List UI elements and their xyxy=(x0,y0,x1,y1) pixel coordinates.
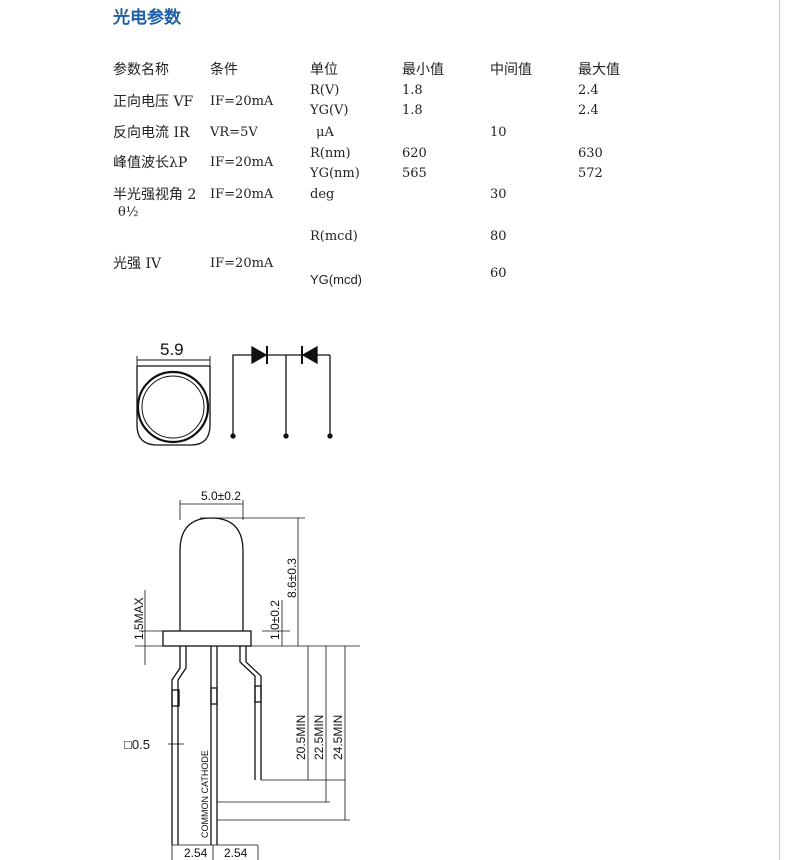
pitch-1-label: 2.54 xyxy=(184,846,208,860)
header-min: 最小值 xyxy=(402,62,444,78)
row-lp-unit-r: R(nm) xyxy=(310,146,351,161)
row-ir-unit: μA xyxy=(316,125,334,140)
row-angle-condition: IF=20mA xyxy=(210,187,274,202)
row-iv-unit-r: R(mcd) xyxy=(310,229,358,244)
header-unit: 单位 xyxy=(310,62,338,78)
page-edge-line xyxy=(779,0,780,860)
section-title: 光电参数 xyxy=(113,8,181,28)
row-ir-condition: VR=5V xyxy=(210,125,258,140)
top-view-outline xyxy=(136,356,211,446)
header-condition: 条件 xyxy=(210,62,238,78)
row-vf-unit-r: R(V) xyxy=(310,83,340,98)
row-lp-condition: IF=20mA xyxy=(210,155,274,170)
lead-b-label: 22.5MIN xyxy=(312,715,326,760)
circuit-symbol xyxy=(230,345,333,439)
row-lp-max-yg: 572 xyxy=(578,166,603,181)
row-iv-param: 光强 IV xyxy=(113,256,162,272)
row-iv-typ-yg: 60 xyxy=(490,266,507,281)
top-diameter-label: 5.9 xyxy=(160,340,184,359)
row-vf-param: 正向电压 VF xyxy=(113,94,194,110)
row-lp-min-yg: 565 xyxy=(402,166,427,181)
header-typ: 中间值 xyxy=(490,62,532,78)
side-view-body xyxy=(135,500,360,665)
side-view-leads xyxy=(168,646,350,860)
row-ir-param: 反向电流 IR xyxy=(113,125,190,141)
row-angle-param-2: θ½ xyxy=(118,205,139,220)
lead-square-label: □0.5 xyxy=(124,737,150,752)
row-vf-max-r: 2.4 xyxy=(578,83,599,98)
row-vf-condition: IF=20mA xyxy=(210,94,274,109)
flange-label: 1.5MAX xyxy=(132,597,146,640)
row-vf-max-yg: 2.4 xyxy=(578,103,599,118)
row-vf-min-r: 1.8 xyxy=(402,83,423,98)
row-iv-typ-r: 80 xyxy=(490,229,507,244)
row-lp-param: 峰值波长λP xyxy=(113,155,188,171)
row-iv-condition: IF=20mA xyxy=(210,256,274,271)
row-vf-unit-yg: YG(V) xyxy=(310,103,349,118)
lead-a-label: 20.5MIN xyxy=(294,715,308,760)
row-vf-min-yg: 1.8 xyxy=(402,103,423,118)
header-max: 最大值 xyxy=(578,62,620,78)
height-label: 8.6±0.3 xyxy=(285,558,299,598)
body-diameter-label: 5.0±0.2 xyxy=(201,489,241,503)
lead-c-label: 24.5MIN xyxy=(331,715,345,760)
row-angle-param: 半光强视角 2 xyxy=(113,187,197,203)
common-cathode-label: COMMON CATHODE xyxy=(200,750,210,838)
pitch-2-label: 2.54 xyxy=(224,846,248,860)
row-lp-max-r: 630 xyxy=(578,146,603,161)
row-lp-min-r: 620 xyxy=(402,146,427,161)
flange-thickness-label: 1.0±0.2 xyxy=(268,600,282,640)
row-angle-unit: deg xyxy=(310,187,335,202)
row-angle-typ: 30 xyxy=(490,187,507,202)
row-ir-typ: 10 xyxy=(490,125,507,140)
header-param: 参数名称 xyxy=(113,62,169,78)
row-lp-unit-yg: YG(nm) xyxy=(310,166,360,181)
row-iv-unit-yg: YG(mcd) xyxy=(310,272,362,287)
